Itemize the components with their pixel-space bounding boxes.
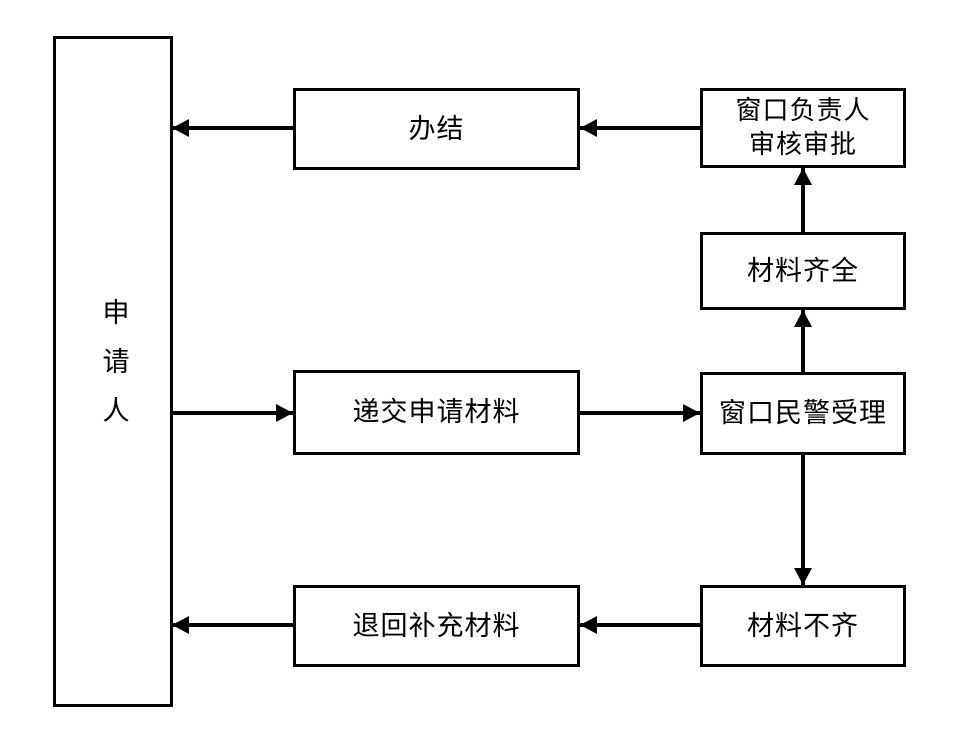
node-return-for-supplement-label: 退回补充材料 <box>352 610 521 641</box>
node-applicant[interactable]: 申请人 <box>53 36 173 707</box>
node-complete-label: 办结 <box>408 113 465 144</box>
arrowhead-officer-to-materials-bad <box>794 568 812 585</box>
node-return-for-supplement[interactable]: 退回补充材料 <box>293 585 580 667</box>
edge-materials-bad-to-return <box>580 623 700 627</box>
edge-submit-to-officer <box>580 411 700 415</box>
node-officer-acceptance-label: 窗口民警受理 <box>719 398 887 429</box>
arrowhead-return-to-applicant <box>172 616 189 634</box>
node-officer-acceptance[interactable]: 窗口民警受理 <box>700 372 906 455</box>
arrowhead-supervisor-to-complete <box>580 119 597 137</box>
arrowhead-materials-bad-to-return <box>580 616 597 634</box>
edge-supervisor-to-complete <box>580 126 700 130</box>
node-submit-materials[interactable]: 递交申请材料 <box>293 370 580 455</box>
node-complete[interactable]: 办结 <box>293 88 580 170</box>
arrowhead-submit-to-officer <box>683 404 700 422</box>
edge-officer-to-materials-bad <box>801 455 805 585</box>
arrowhead-officer-to-materials-ok <box>794 310 812 327</box>
node-materials-complete[interactable]: 材料齐全 <box>700 232 906 310</box>
node-materials-incomplete-label: 材料不齐 <box>747 610 859 641</box>
node-applicant-label: 申请人 <box>98 298 129 445</box>
node-materials-complete-label: 材料齐全 <box>747 255 859 286</box>
arrowhead-complete-to-applicant <box>172 119 189 137</box>
node-supervisor-review-label: 窗口负责人 审核审批 <box>735 96 871 159</box>
edge-officer-to-materials-ok <box>801 310 805 372</box>
edge-materials-ok-to-supervisor <box>801 168 805 232</box>
node-materials-incomplete[interactable]: 材料不齐 <box>700 585 906 667</box>
edge-applicant-to-submit <box>172 411 293 415</box>
node-submit-materials-label: 递交申请材料 <box>352 397 521 428</box>
edge-complete-to-applicant <box>172 126 293 130</box>
arrowhead-applicant-to-submit <box>276 404 293 422</box>
node-supervisor-review[interactable]: 窗口负责人 审核审批 <box>700 88 906 168</box>
edge-return-to-applicant <box>172 623 293 627</box>
arrowhead-materials-ok-to-supervisor <box>794 168 812 185</box>
